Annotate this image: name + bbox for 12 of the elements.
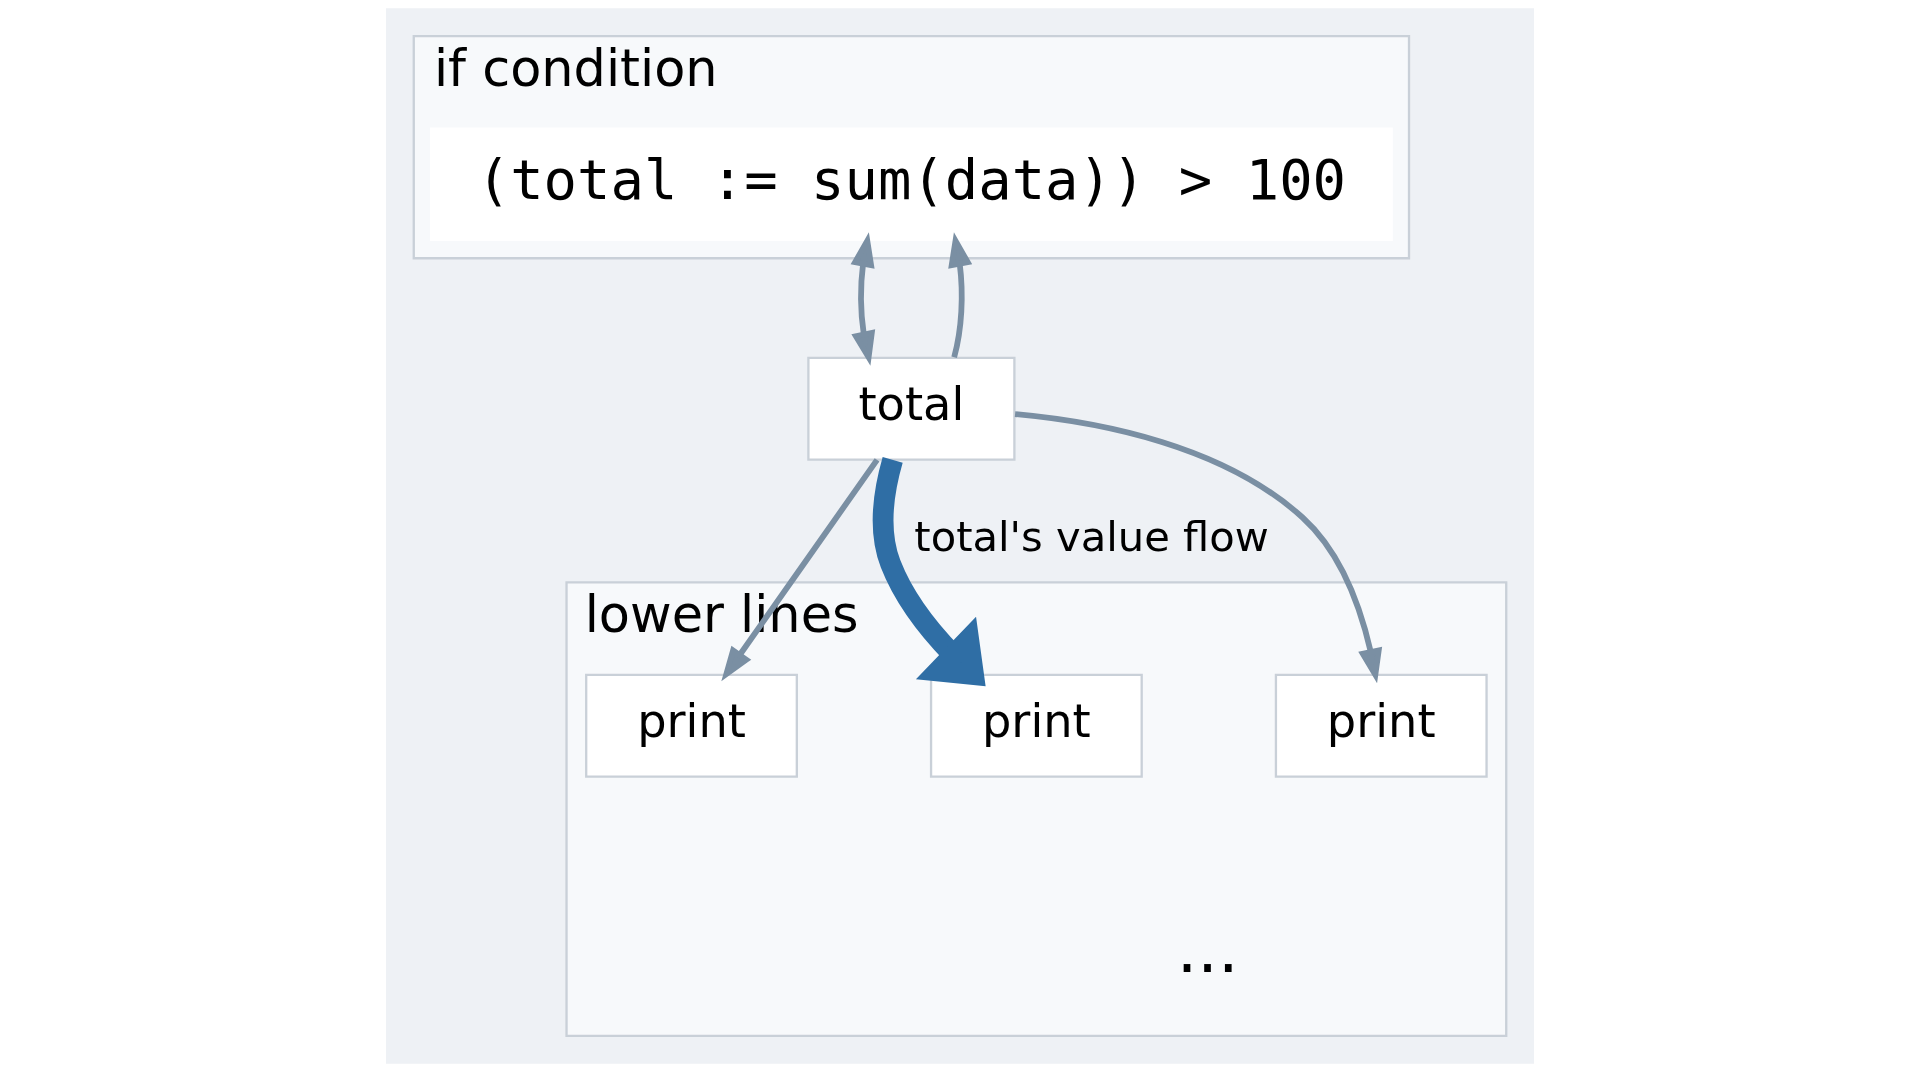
node-box: (total := sum(data)) > 100 [429,127,1393,241]
node-box: total [807,356,1016,461]
arrow [1014,411,1383,684]
label: ... [1176,912,1239,988]
node-box: print [585,673,798,778]
arrow [872,457,986,687]
arrow [948,232,973,358]
arrow [721,458,880,682]
node-box: print [1274,673,1488,778]
node-box: print [929,673,1143,778]
arrow [850,232,876,366]
edge-label: total's value flow [914,511,1269,561]
